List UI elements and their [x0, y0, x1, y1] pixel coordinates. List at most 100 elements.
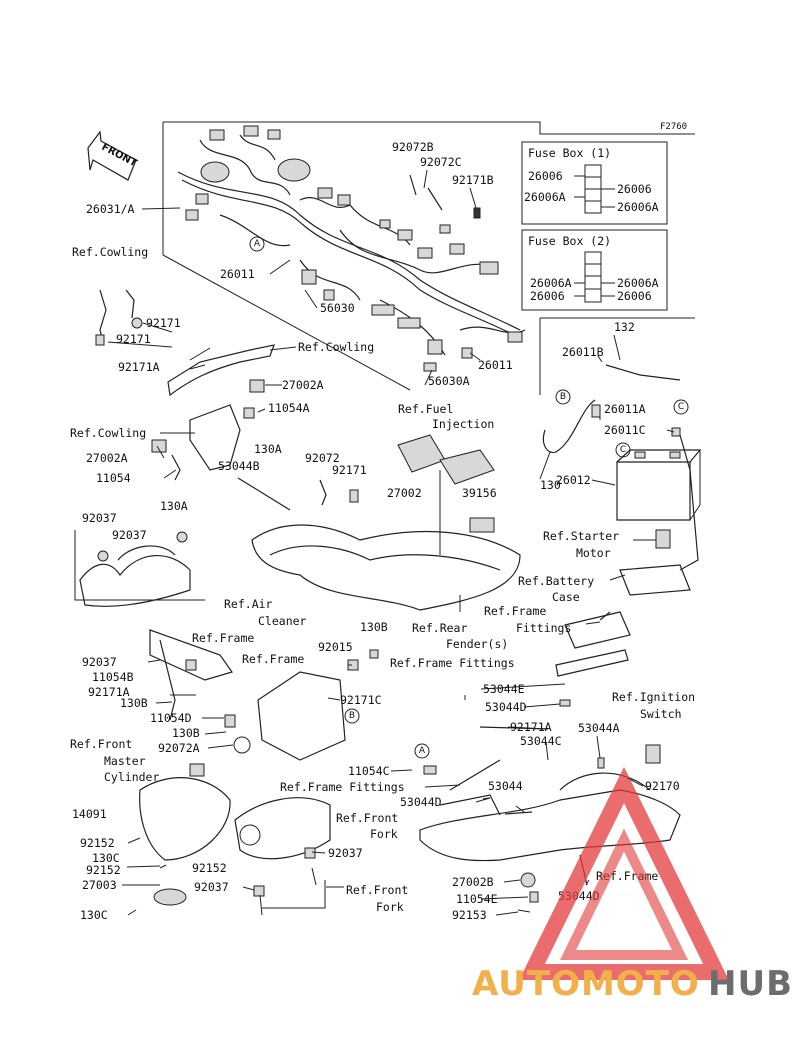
label-130a-2: 130A [160, 499, 188, 513]
label-ref-front-fork-1: Ref.Front [336, 811, 398, 825]
fuse-box-2-title: Fuse Box (2) [528, 234, 611, 248]
label-130c-1: 130C [92, 851, 120, 865]
part-92072c [427, 187, 443, 211]
callout-c-battery: C [615, 442, 631, 458]
label-fenders: Fender(s) [446, 637, 508, 651]
fuse-box-1-title: Fuse Box (1) [528, 146, 611, 160]
watermark-hub-text: HUB [708, 964, 793, 1004]
label-27002: 27002 [387, 486, 422, 500]
label-26011-top: 26011 [220, 267, 255, 281]
label-92037-5: 92037 [194, 880, 229, 894]
label-53044d-1: 53044D [485, 700, 527, 714]
label-92152-3: 92152 [192, 861, 227, 875]
label-92171-2: 92171 [116, 332, 151, 346]
label-ref-cowling-3: Ref.Cowling [70, 426, 146, 440]
label-92171a-1: 92171A [118, 360, 160, 374]
label-92171a-3: 92171A [510, 720, 552, 734]
fuse-2-label-r1: 26006A [617, 276, 659, 290]
fuse-1-label-tr: 26006 [617, 182, 652, 196]
label-26011a: 26011A [604, 402, 646, 416]
svg-text:C: C [620, 445, 626, 455]
lower-fairing-parts [139, 763, 331, 916]
harness-bracket-diag [162, 254, 411, 391]
svg-text:B: B [560, 392, 566, 402]
label-92072c: 92072C [420, 155, 462, 169]
label-fork-1: Fork [370, 827, 398, 841]
label-ref-front-1: Ref.Front [70, 737, 132, 751]
watermark-triangle-icon [519, 766, 729, 980]
svg-text:C: C [678, 402, 684, 412]
label-26012: 26012 [556, 473, 591, 487]
label-ref-ignition: Ref.Ignition [612, 690, 695, 704]
callout-a-top: A [249, 236, 265, 252]
label-92037-1: 92037 [82, 511, 117, 525]
label-130-battery: 130 [540, 478, 561, 492]
label-ref-front-fork-2: Ref.Front [346, 883, 408, 897]
label-11054: 11054 [96, 471, 131, 485]
label-92037-3: 92037 [82, 655, 117, 669]
label-92152-1: 92152 [80, 836, 115, 850]
label-53044d-2: 53044D [400, 795, 442, 809]
fuse-box-2: Fuse Box (2) 26006A 26006A 26006 26006 [521, 229, 668, 311]
label-fittings-1: Fittings [516, 621, 571, 635]
battery [542, 364, 702, 596]
label-ref-cowling-1: Ref.Cowling [72, 245, 148, 259]
label-fork-2: Fork [376, 900, 404, 914]
svg-text:A: A [419, 746, 426, 756]
label-26011-right: 26011 [478, 358, 513, 372]
svg-text:B: B [349, 711, 355, 721]
label-ref-starter: Ref.Starter [543, 529, 619, 543]
label-92171a-2: 92171A [88, 685, 130, 699]
label-27003: 27003 [82, 878, 117, 892]
label-92015: 92015 [318, 640, 353, 654]
fuse-box-1: Fuse Box (1) 26006 26006 26006A 26006A [521, 141, 668, 225]
label-53044c: 53044C [520, 734, 562, 748]
label-26031-a: 26031/A [86, 202, 135, 216]
label-26011b: 26011B [562, 345, 604, 359]
label-11054c: 11054C [348, 764, 390, 778]
label-92072: 92072 [305, 451, 340, 465]
label-ref-fuel: Ref.Fuel [398, 402, 453, 416]
label-ref-frame-fittings-1: Ref.Frame Fittings [390, 656, 515, 670]
label-master: Master [104, 754, 146, 768]
label-92072b: 92072B [392, 140, 434, 154]
label-92037-4: 92037 [328, 846, 363, 860]
label-92170: 92170 [645, 779, 680, 793]
label-case: Case [552, 590, 580, 604]
fuse-1-label-tl: 26006 [528, 169, 563, 183]
label-27002a-2: 27002A [86, 451, 128, 465]
callout-c-upper: C [673, 399, 689, 415]
label-92153: 92153 [452, 908, 487, 922]
label-92152-2: 92152 [86, 863, 121, 877]
part-labels: 26031/A 92072B 92072C 92171B 26011 56030… [70, 140, 695, 922]
label-14091: 14091 [72, 807, 107, 821]
label-130b-3: 130B [172, 726, 200, 740]
label-11054b: 11054B [92, 670, 134, 684]
label-92171-3: 92171 [332, 463, 367, 477]
cowling-bracket-parts [95, 289, 275, 481]
label-53044a: 53044A [578, 721, 620, 735]
label-ref-frame-2: Ref.Frame [192, 631, 254, 645]
label-ref-frame-fittings-2: Ref.Frame Fittings [280, 780, 405, 794]
label-ref-frame-1: Ref.Frame [484, 604, 546, 618]
label-56030: 56030 [320, 301, 355, 315]
label-130a-1: 130A [254, 442, 282, 456]
label-92072a: 92072A [158, 741, 200, 755]
label-ref-cowling-2: Ref.Cowling [298, 340, 374, 354]
front-arrow-icon: FRONT [87, 130, 139, 181]
label-53044e: 53044E [483, 682, 525, 696]
callout-a-frame: A [414, 743, 430, 759]
label-26011c: 26011C [604, 423, 646, 437]
label-92171-1: 92171 [146, 316, 181, 330]
fuse-2-label-l1: 26006A [530, 276, 572, 290]
harness-bracket-top [163, 121, 695, 135]
label-switch: Switch [640, 707, 682, 721]
figure-number: F2760 [660, 122, 687, 132]
label-ref-battery: Ref.Battery [518, 574, 594, 588]
ecu-and-frame-tray [237, 434, 521, 611]
label-92171b: 92171B [452, 173, 494, 187]
label-27002a-1: 27002A [282, 378, 324, 392]
label-132: 132 [614, 320, 635, 334]
